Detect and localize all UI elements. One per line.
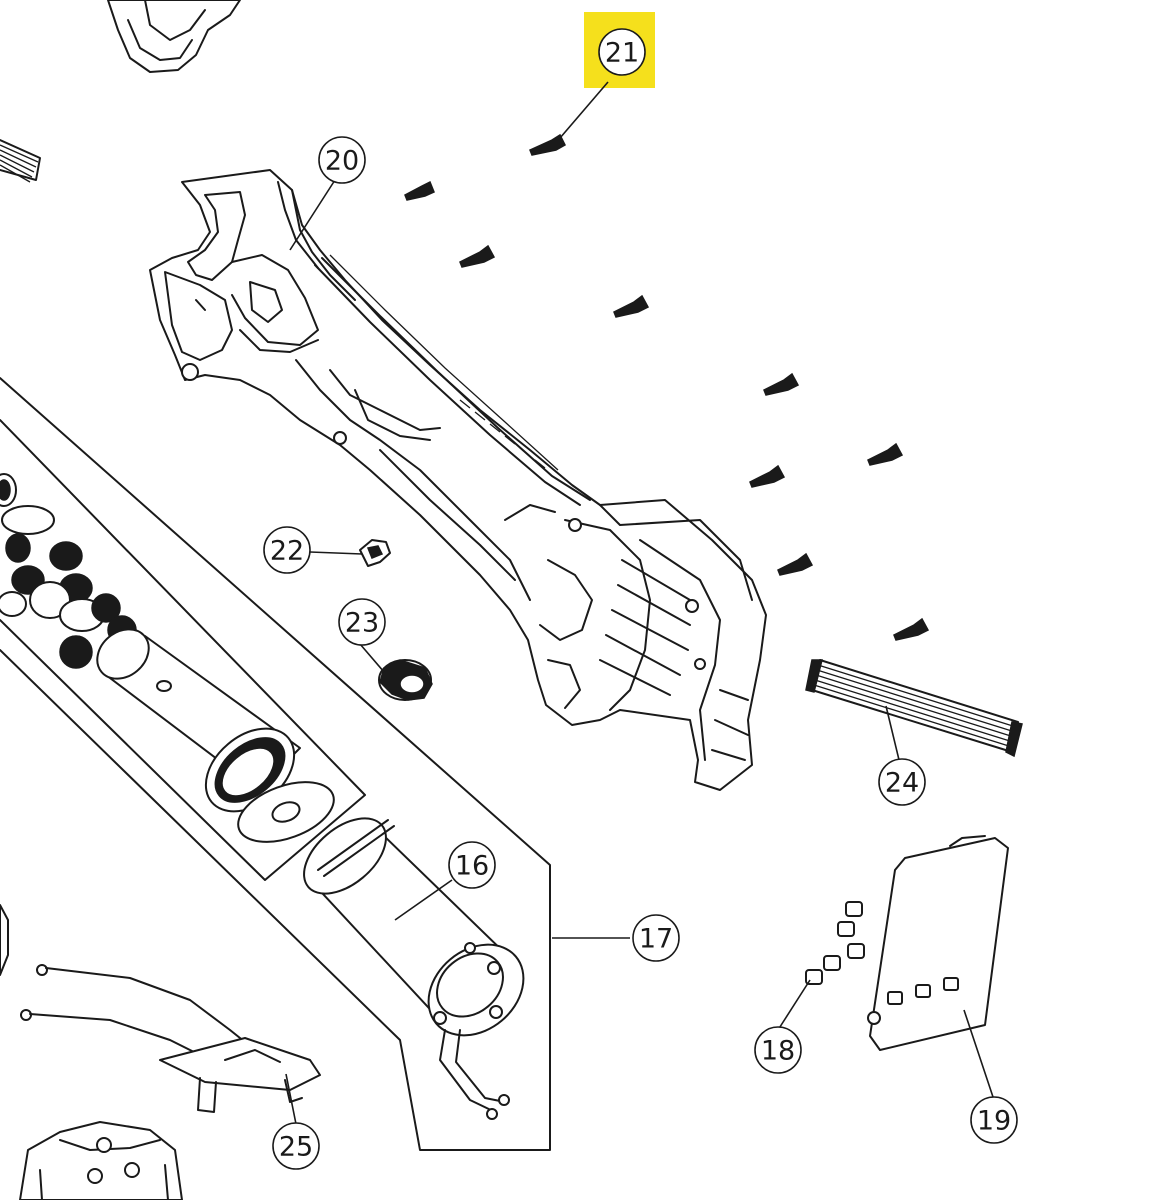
screws-part-21 [404, 133, 930, 641]
cover-plate-part-19 [867, 835, 1009, 1051]
leader-lines [285, 81, 995, 1125]
screw [613, 294, 650, 318]
callout-20: 20 [318, 136, 366, 184]
motor-part-16 [303, 817, 525, 1120]
gearbox-sub-assembly [0, 419, 366, 881]
callout-19-label: 19 [977, 1106, 1011, 1137]
screw [777, 552, 814, 576]
callout-24-label: 24 [885, 768, 919, 799]
screw [459, 244, 496, 268]
caps-part-18 [805, 901, 865, 985]
screw [749, 464, 786, 488]
callout-25-label: 25 [279, 1132, 313, 1163]
screw [763, 372, 800, 396]
spring-part-24 [805, 659, 1023, 758]
callout-21: 21 [598, 28, 646, 76]
callout-16-label: 16 [455, 851, 489, 882]
callout-22: 22 [263, 526, 311, 574]
screw [529, 133, 566, 156]
partial-part-left-edge [0, 904, 9, 976]
callout-18-label: 18 [761, 1036, 795, 1067]
callout-17: 17 [632, 914, 680, 962]
screw [404, 180, 435, 201]
partial-battery-bottom-left [19, 1121, 183, 1200]
partial-part-top-left [107, 0, 241, 73]
callout-25: 25 [272, 1122, 320, 1170]
callout-18: 18 [754, 1026, 802, 1074]
callout-19: 19 [970, 1096, 1018, 1144]
wiring-part-25 [20, 964, 321, 1113]
callout-23: 23 [338, 598, 386, 646]
callout-21-label: 21 [605, 38, 639, 69]
callout-23-label: 23 [345, 608, 379, 639]
callout-22-label: 22 [270, 536, 304, 567]
knob-part-23 [378, 659, 433, 701]
assembly-box-part-17 [0, 377, 551, 1151]
screw [867, 442, 904, 466]
callout-24: 24 [878, 758, 926, 806]
callout-16: 16 [448, 841, 496, 889]
callout-17-label: 17 [639, 924, 673, 955]
housing-half-part-20 [149, 169, 767, 791]
screw [893, 617, 930, 641]
clip-part-22 [359, 539, 391, 567]
callout-20-label: 20 [325, 146, 359, 177]
partial-spring-left [0, 139, 41, 183]
